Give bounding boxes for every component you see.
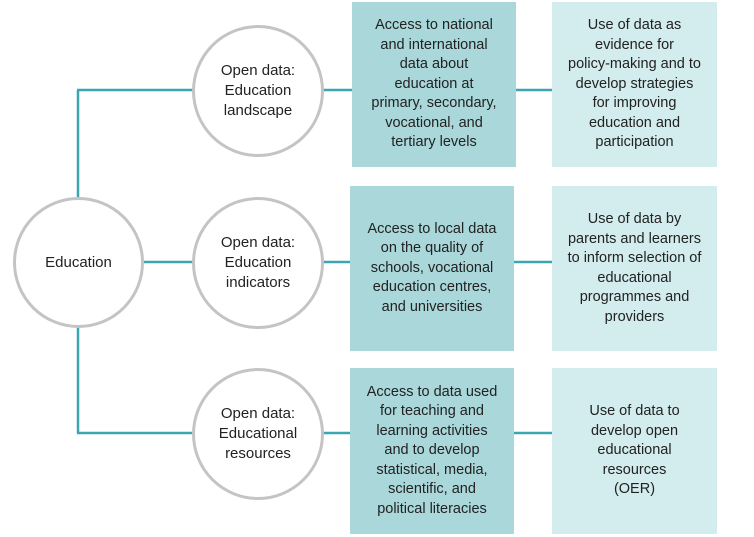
root-label: Education xyxy=(45,253,112,271)
branch-circle-indicators: Open data: Education indicators xyxy=(192,197,324,329)
circle-line: Open data: xyxy=(220,405,296,422)
branch-circle-landscape: Open data: Education landscape xyxy=(192,25,324,157)
circle-line: landscape xyxy=(223,102,293,119)
branch-circle-label: Open data: Education indicators xyxy=(221,233,295,293)
circle-line: Educational xyxy=(218,425,298,442)
circle-line: resources xyxy=(225,445,291,462)
circle-line: Open data: xyxy=(220,62,296,79)
use-text: Use of data as evidence for policy-makin… xyxy=(568,17,701,151)
circle-line: Education xyxy=(224,254,292,271)
branch-circle-label: Open data: Education landscape xyxy=(221,61,295,121)
use-box-resources: Use of data to develop open educational … xyxy=(552,368,717,534)
use-text: Use of data by parents and learners to i… xyxy=(567,211,702,325)
use-box-indicators: Use of data by parents and learners to i… xyxy=(552,186,717,351)
branch-circle-resources: Open data: Educational resources xyxy=(192,368,324,500)
access-box-resources: Access to data used for teaching and lea… xyxy=(350,368,514,534)
use-text: Use of data to develop open educational … xyxy=(589,403,680,498)
access-box-indicators: Access to local data on the quality of s… xyxy=(350,186,514,351)
access-text: Access to local data on the quality of s… xyxy=(367,220,497,315)
access-text: Access to national and international dat… xyxy=(371,17,497,151)
use-box-landscape: Use of data as evidence for policy-makin… xyxy=(552,2,717,167)
circle-line: Education xyxy=(224,82,292,99)
circle-line: Open data: xyxy=(220,234,296,251)
access-text: Access to data used for teaching and lea… xyxy=(366,383,498,517)
branch-circle-label: Open data: Educational resources xyxy=(219,404,297,464)
root-circle-education: Education xyxy=(13,197,144,328)
circle-line: indicators xyxy=(225,274,291,291)
access-box-landscape: Access to national and international dat… xyxy=(352,2,516,167)
